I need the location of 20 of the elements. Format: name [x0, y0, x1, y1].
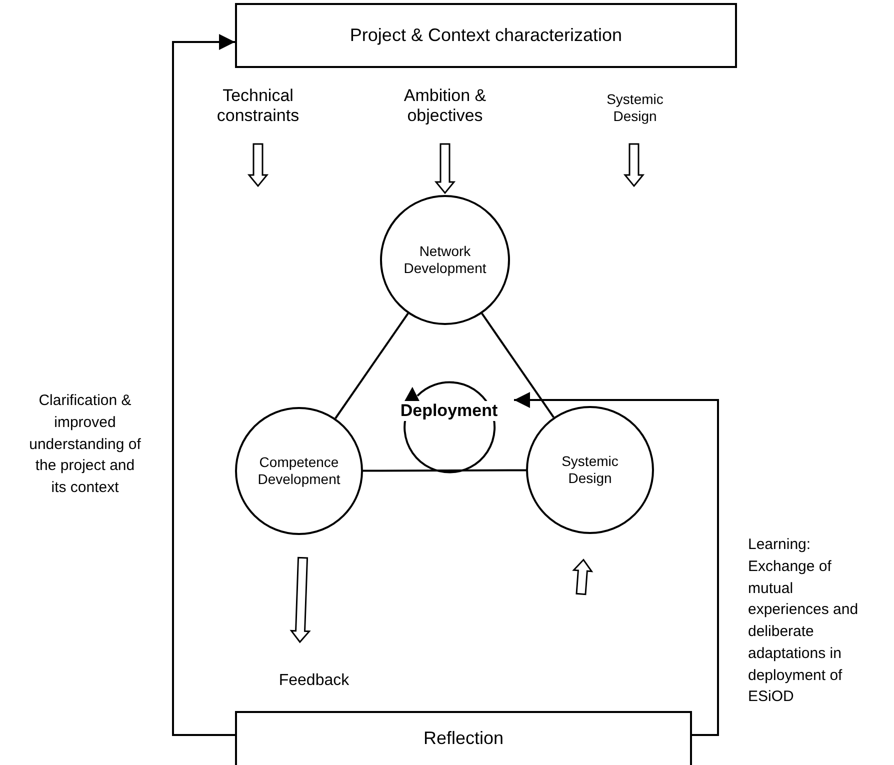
center-label: Deployment	[400, 400, 498, 422]
edge-label: Learning: Exchange of mutual experiences and deliberate adaptations in deployment of ESiOD	[748, 535, 860, 708]
node-text: Project & Context characterization	[350, 24, 622, 46]
arrow	[514, 392, 719, 736]
connector-line	[334, 312, 409, 419]
arrow	[172, 34, 235, 736]
hollow-arrow	[572, 558, 594, 596]
hollow-arrow	[290, 556, 311, 644]
hollow-arrow	[434, 143, 456, 194]
node-text: Systemic Design	[560, 453, 620, 487]
edge-label: Clarification & improved understanding of the project and its context	[29, 391, 141, 498]
connector-line	[363, 469, 526, 472]
node-text: Reflection	[423, 728, 504, 750]
node-text: Network Development	[402, 243, 488, 277]
hollow-arrow	[623, 143, 645, 188]
process-box	[235, 3, 737, 68]
hollow-arrow	[247, 143, 269, 188]
node-text: Competence Development	[256, 454, 342, 488]
connector-line	[481, 312, 554, 418]
process-box	[235, 711, 692, 765]
